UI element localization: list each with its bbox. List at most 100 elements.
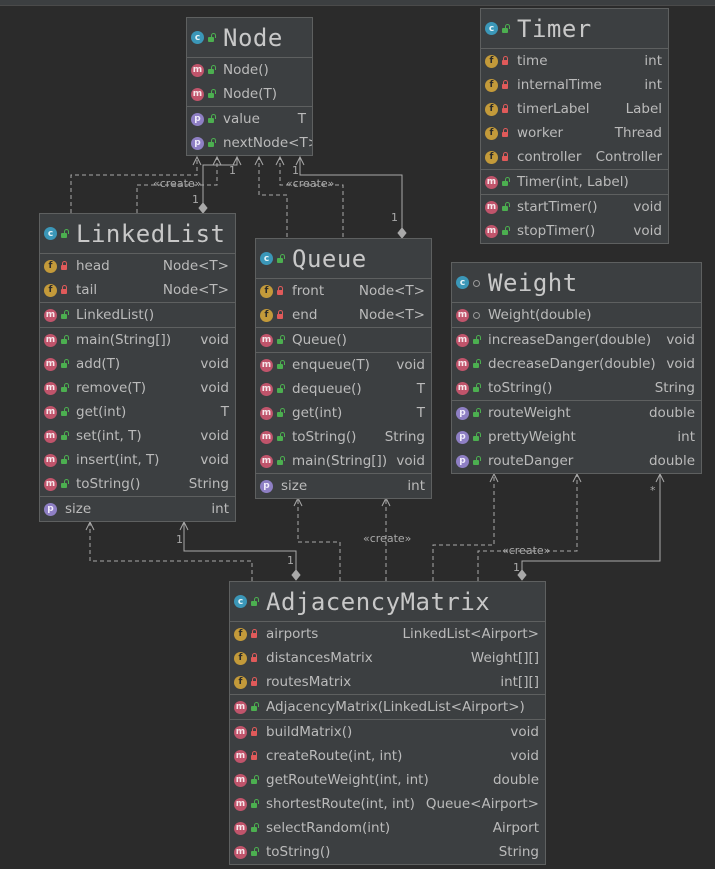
member-type: void [200, 356, 229, 372]
arrowhead [212, 155, 222, 166]
method-icon: m [234, 773, 247, 787]
public-visibility-icon [250, 824, 258, 832]
public-visibility-icon [60, 360, 68, 368]
member-type: Weight[][] [470, 650, 539, 666]
member-type: void [666, 356, 695, 372]
edge-linkedlist-node-dependency [70, 157, 198, 213]
method-icon: m [456, 333, 469, 347]
member-type: Node<T> [162, 258, 229, 274]
private-visibility-icon [276, 310, 284, 319]
arrowhead [655, 472, 665, 483]
member-type: Node<T> [252, 135, 313, 151]
class-name: Queue [292, 244, 367, 273]
member-name: AdjacencyMatrix(LinkedList<Airport>) [266, 699, 525, 715]
field-icon: f [260, 284, 273, 298]
arrowhead [179, 520, 189, 531]
member-name: timerLabel [517, 101, 590, 117]
class-icon: c [44, 227, 57, 240]
private-visibility-icon [501, 56, 509, 65]
property-icon: p [456, 430, 469, 444]
member-name: set(int, T) [76, 428, 142, 444]
edge-label-multiplicity: 1 [292, 164, 299, 177]
public-visibility-icon [501, 178, 509, 186]
private-visibility-icon [60, 285, 68, 294]
private-visibility-icon [250, 727, 258, 736]
public-visibility-icon [207, 34, 215, 42]
public-visibility-icon [60, 384, 68, 392]
method-icon: m [485, 200, 498, 214]
edge-label-multiplicity: 1 [192, 193, 199, 206]
member-type: String [654, 380, 695, 396]
public-visibility-icon [276, 409, 284, 417]
field-icon: f [485, 54, 498, 68]
member-type: void [633, 199, 662, 215]
property-icon: p [456, 454, 469, 468]
class-icon: c [234, 595, 247, 608]
edge-adjacency-weight-create [477, 474, 578, 581]
member-name: LinkedList() [76, 307, 155, 323]
member-name: size [281, 478, 308, 494]
